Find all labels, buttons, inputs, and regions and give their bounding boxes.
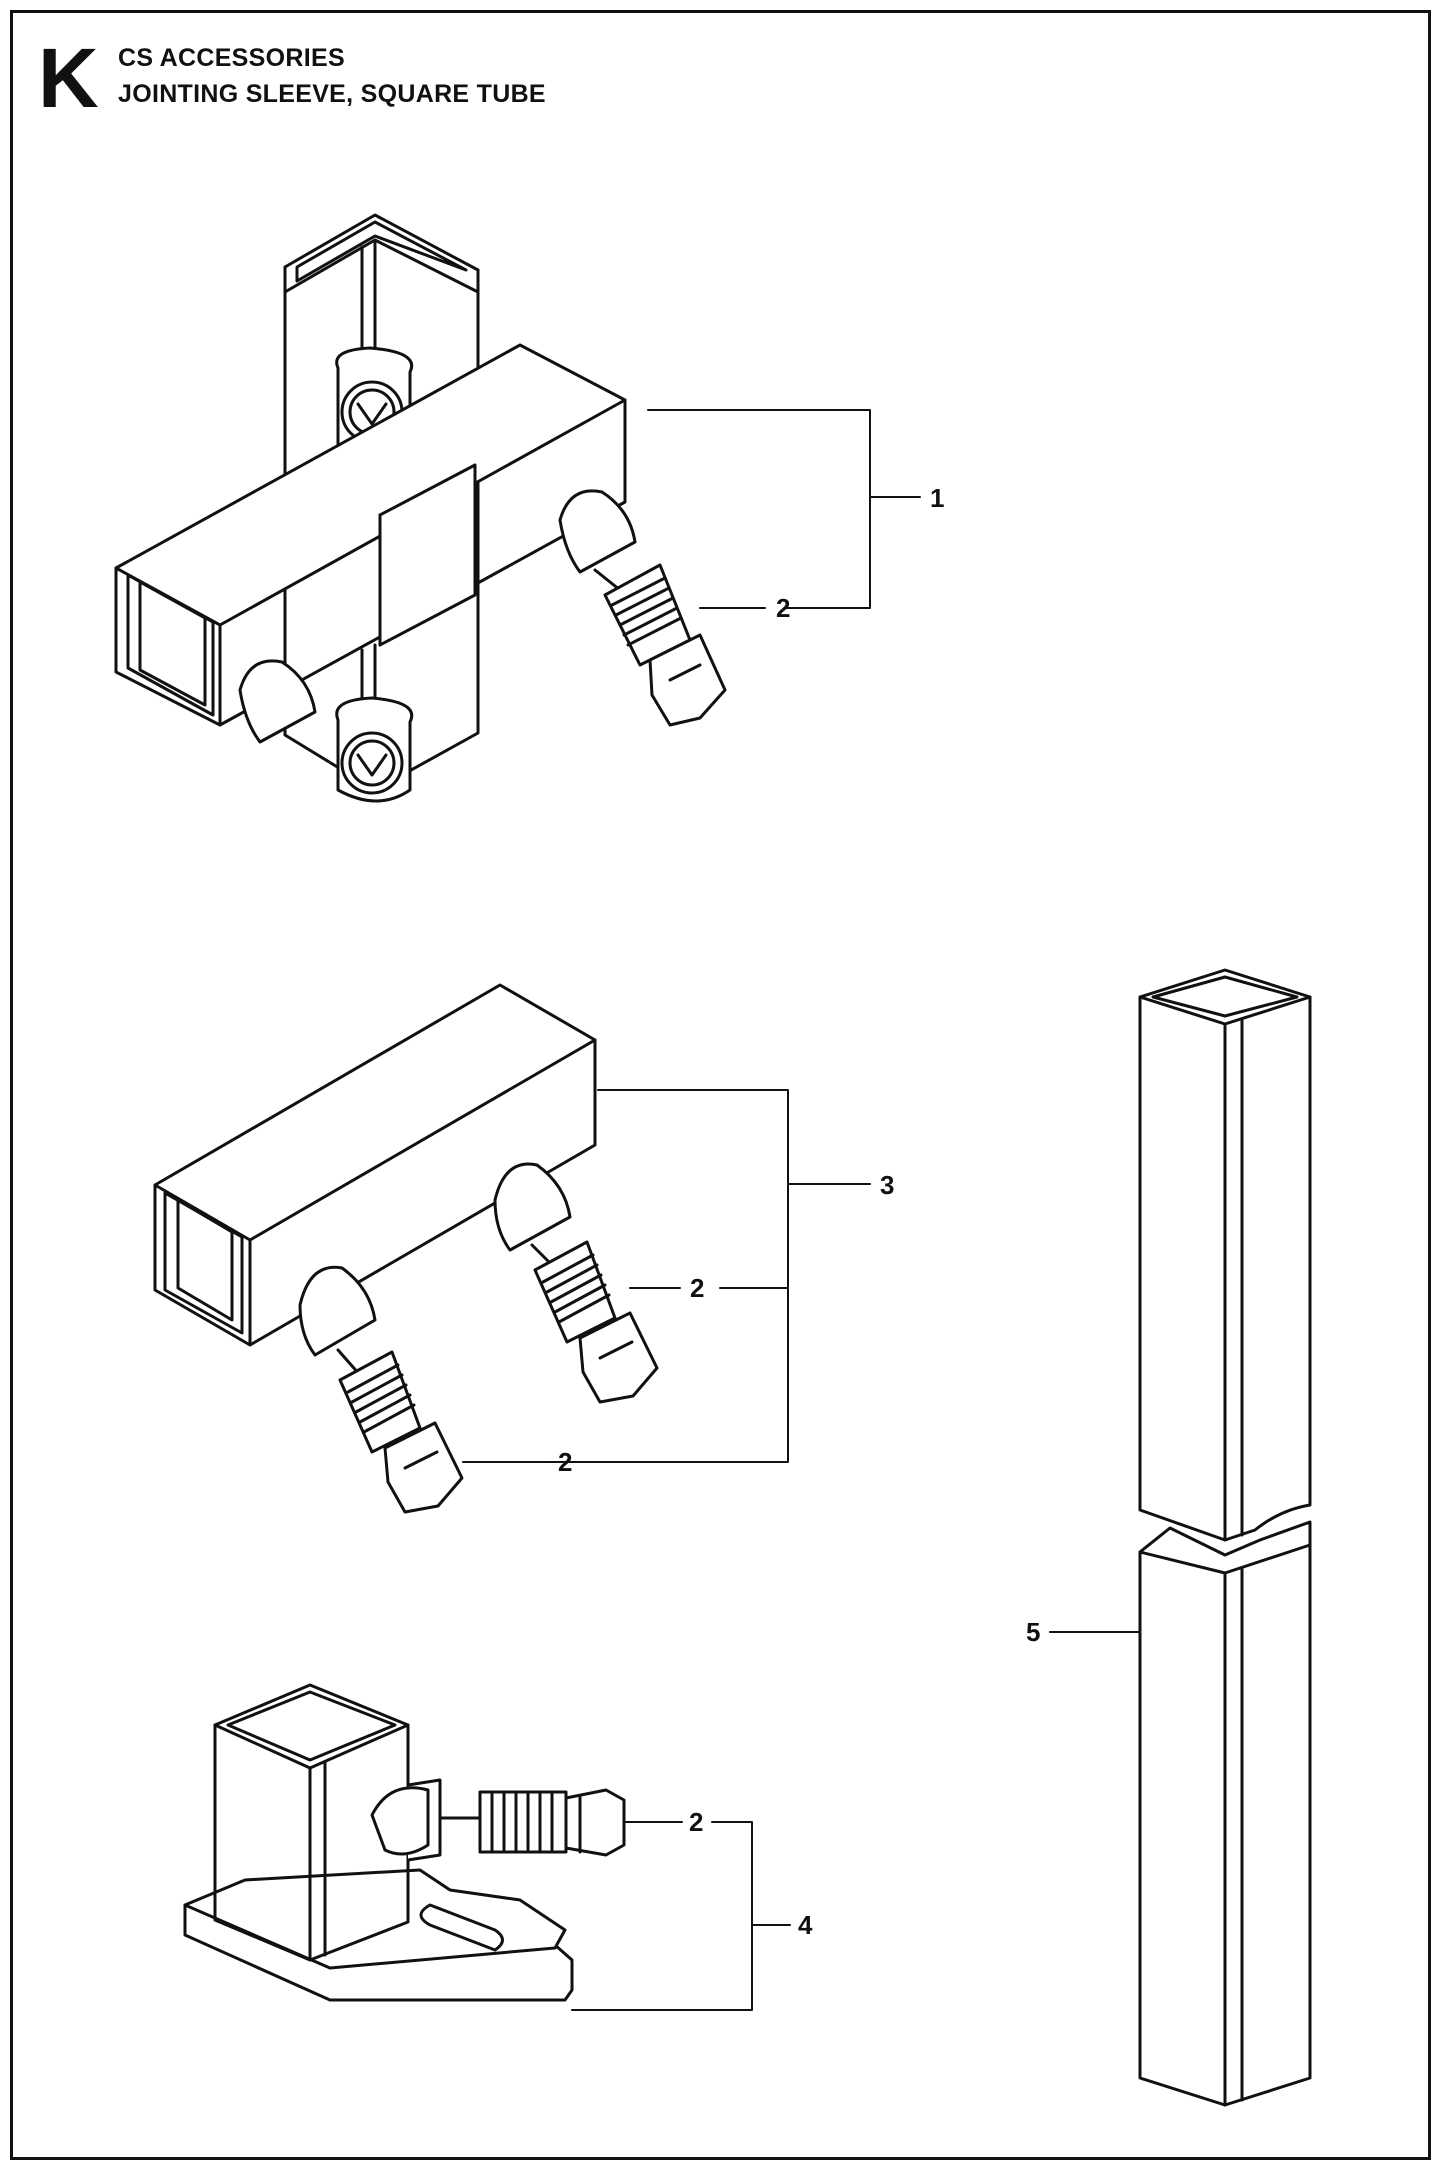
title-line-1: CS ACCESSORIES (118, 44, 345, 72)
leader-part3-bracket (529, 1089, 789, 1463)
callout-part3: 3 (880, 1170, 894, 1200)
callout-part2b: 2 (690, 1273, 704, 1303)
cross-joint-drawing (114, 213, 727, 803)
square-tube-drawing (1138, 968, 1312, 2107)
callout-part2d: 2 (689, 1807, 703, 1837)
callout-part2a: 2 (776, 593, 790, 623)
callout-part5: 5 (1026, 1617, 1040, 1647)
straight-sleeve-drawing (153, 983, 659, 1514)
callout-part2c: 2 (558, 1447, 572, 1477)
callout-part4: 4 (798, 1910, 813, 1940)
leader-part4-bracket (571, 1821, 753, 2011)
title-line-2: JOINTING SLEEVE, SQUARE TUBE (118, 80, 546, 108)
base-plate-drawing (183, 1683, 626, 2002)
callout-part1: 1 (930, 483, 944, 513)
section-letter: K (38, 31, 99, 125)
callout-leaders (462, 409, 1141, 2011)
page-border (10, 10, 1431, 2160)
leader-part1-bracket (647, 409, 871, 609)
